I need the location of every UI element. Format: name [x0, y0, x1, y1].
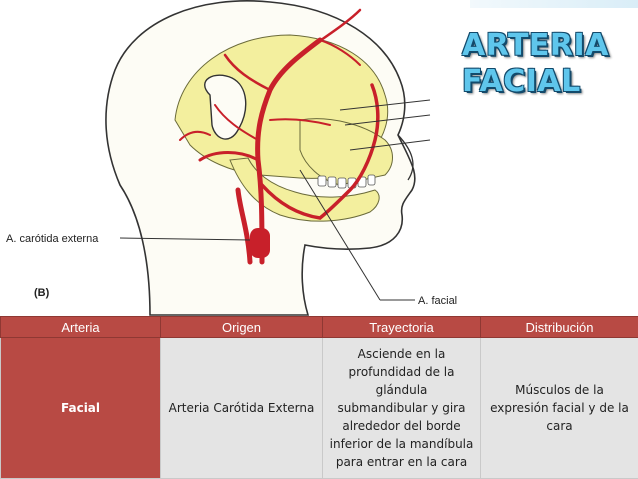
header-origen: Origen	[160, 316, 323, 338]
label-carotida-externa: A. carótida externa	[6, 233, 99, 245]
cell-origen: Arteria Carótida Externa	[160, 337, 323, 479]
arteries	[179, 8, 380, 265]
title-line-1: ARTERIA	[462, 28, 609, 63]
carotid-bulb	[250, 228, 270, 258]
leader-lines	[119, 99, 431, 301]
cell-arteria: Facial	[0, 337, 161, 479]
header-trayectoria: Trayectoria	[322, 316, 481, 338]
slide-title: ARTERIA FACIAL	[462, 28, 632, 100]
maxilla-bone	[299, 118, 393, 186]
head-anatomy-illustration: A. carótida externa A. facial (B)	[0, 0, 470, 316]
panel-label: (B)	[34, 287, 50, 299]
label-a-facial: A. facial	[418, 295, 457, 307]
title-line-2: FACIAL	[462, 64, 581, 99]
header-distribucion: Distribución	[480, 316, 638, 338]
cell-distribucion: Músculos de la expresión facial y de la …	[480, 337, 638, 479]
table-header-row: Arteria Origen Trayectoria Distribución	[0, 316, 638, 338]
ear	[204, 74, 247, 140]
cell-trayectoria: Asciende en la profundidad de la glándul…	[322, 337, 481, 479]
artery-info-table: Arteria Origen Trayectoria Distribución …	[0, 316, 638, 479]
nose-contour	[397, 134, 414, 181]
teeth	[317, 174, 376, 189]
table-row: Facial Arteria Carótida Externa Asciende…	[0, 337, 638, 479]
mandible-bone	[229, 157, 380, 222]
header-arteria: Arteria	[0, 316, 161, 338]
